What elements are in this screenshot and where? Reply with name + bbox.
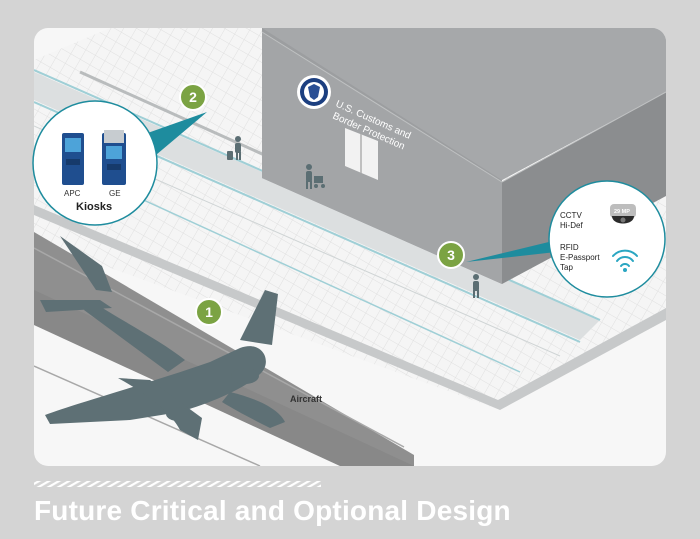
rfid-label-line2: E-Passport bbox=[560, 253, 600, 262]
traveler-with-cart-icon bbox=[306, 164, 325, 189]
rfid-label-line3: Tap bbox=[560, 263, 573, 272]
marker-1: 1 bbox=[195, 298, 223, 326]
svg-text:1: 1 bbox=[205, 304, 213, 320]
cctv-label-line2: Hi-Def bbox=[560, 221, 583, 230]
kiosk-icon bbox=[102, 130, 126, 185]
footer-title: Future Critical and Optional Design bbox=[34, 495, 511, 526]
tech-callout bbox=[548, 180, 666, 298]
traveler-icon bbox=[227, 136, 241, 160]
traveler-icon bbox=[473, 274, 479, 298]
tech-callout-pointer bbox=[466, 240, 557, 262]
kiosk-ge-label: GE bbox=[109, 189, 121, 198]
marker-2: 2 bbox=[179, 83, 207, 111]
marker-3: 3 bbox=[437, 241, 465, 269]
kiosk-callout-pointer bbox=[142, 112, 207, 160]
kiosk-title: Kiosks bbox=[76, 201, 112, 213]
rfid-label-line1: RFID bbox=[560, 243, 579, 252]
camera-badge: 29 MP bbox=[614, 209, 630, 215]
aircraft-icon bbox=[40, 236, 285, 440]
aircraft-label: Aircraft bbox=[290, 394, 322, 404]
concourse-walkway bbox=[34, 72, 600, 340]
kiosk-callout bbox=[32, 100, 158, 226]
kiosk-icon bbox=[62, 133, 84, 185]
footer-hatch-divider bbox=[34, 481, 321, 487]
dhs-seal-icon bbox=[297, 75, 331, 109]
cbp-building: U.S. Customs and Border Protection bbox=[261, 28, 666, 284]
runway bbox=[34, 232, 414, 466]
kiosk-apc-label: APC bbox=[64, 189, 81, 198]
svg-text:3: 3 bbox=[447, 247, 455, 263]
camera-icon bbox=[610, 204, 636, 224]
wifi-icon bbox=[612, 249, 638, 267]
svg-text:2: 2 bbox=[189, 89, 197, 105]
cctv-label-line1: CCTV bbox=[560, 211, 582, 220]
